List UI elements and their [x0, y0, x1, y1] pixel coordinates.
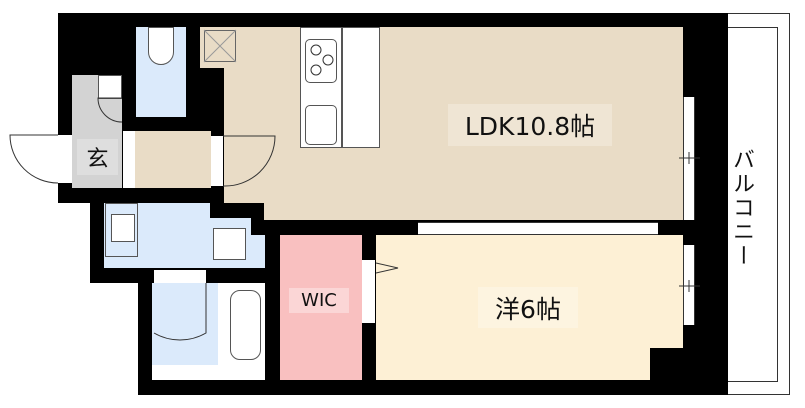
balcony-rail [728, 27, 778, 382]
wic-door[interactable] [362, 260, 375, 323]
washroom [250, 235, 265, 268]
bath-door[interactable] [154, 270, 206, 283]
washbasin-icon [105, 203, 138, 257]
bathtub-icon [230, 290, 261, 360]
sink-icon [305, 105, 337, 145]
wic-door-mark [375, 262, 399, 274]
entrance-label: 玄 [77, 139, 118, 175]
bathroom [152, 283, 218, 365]
wall [650, 348, 728, 395]
wic-label: WIC [289, 288, 349, 313]
front-door[interactable] [58, 135, 72, 183]
hallway [135, 131, 211, 188]
sliding-door[interactable] [418, 222, 658, 235]
western-room-label: 洋6帖 [478, 287, 578, 328]
bath-shelf [152, 365, 265, 380]
ldk-label: LDK10.8帖 [448, 104, 612, 146]
stove-icon [305, 39, 337, 83]
vent-cross [203, 29, 237, 63]
toilet-icon [148, 27, 174, 65]
balcony-label: バルコニー [729, 147, 754, 268]
front-door-swing [9, 134, 59, 184]
washbasin-bowl [111, 214, 135, 242]
washer-icon [213, 228, 246, 260]
kitchen-counter [300, 27, 380, 148]
hall-door[interactable] [123, 131, 135, 188]
bath-door-swing [153, 283, 207, 341]
counter-divider [341, 27, 343, 148]
balcony [728, 13, 790, 395]
ldk-door-swing [222, 135, 276, 187]
cabinet-swing [97, 97, 123, 123]
shoe-cabinet [98, 75, 122, 99]
ldk-door[interactable] [211, 136, 223, 186]
